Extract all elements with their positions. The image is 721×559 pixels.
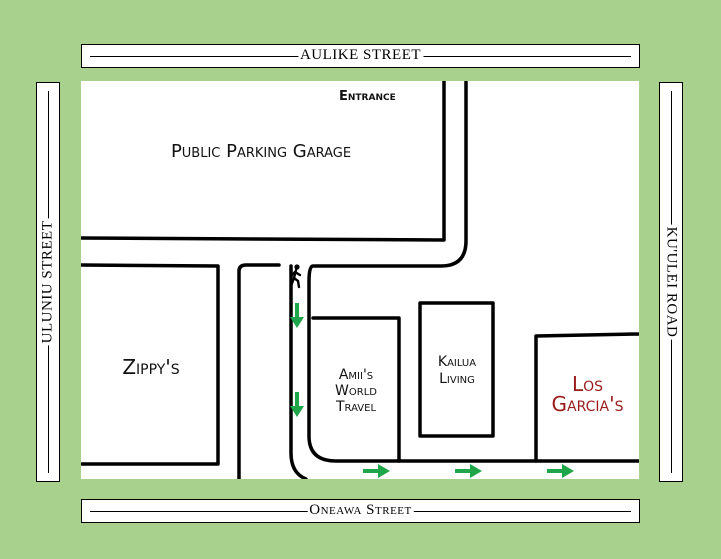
arrow-right-icon	[363, 464, 390, 478]
losgarcias-outline	[534, 332, 639, 463]
uluniu-street-label: ULUNIU STREET	[39, 218, 57, 346]
kailua-line-1: Kailua	[437, 354, 477, 370]
driveway-edge-right	[289, 264, 308, 479]
amiis-line-3: Travel	[335, 399, 377, 415]
road-edge-right	[307, 81, 639, 463]
kuulei-road-label: KU'ULEI ROAD	[662, 224, 680, 340]
amiis-outline	[311, 316, 401, 463]
arrow-down-icon	[290, 392, 304, 417]
garage-outline	[81, 81, 446, 242]
kailua-label: Kailua Living	[422, 354, 492, 388]
los-garcias-label: Los Garcia's	[536, 374, 639, 414]
zippys-label: Zippy's	[122, 355, 180, 379]
aulike-street-sign: AULIKE STREET	[81, 44, 640, 68]
arrow-down-icon	[290, 303, 304, 328]
kailua-line-2: Living	[439, 371, 475, 387]
arrow-right-icon	[455, 464, 482, 478]
oneawa-street-label: Oneawa Street	[307, 502, 414, 519]
map-drawing	[81, 81, 639, 479]
driveway-edge-left	[237, 263, 281, 479]
arrow-right-icon	[547, 464, 574, 478]
kailua-outline	[418, 301, 495, 438]
aulike-street-label: AULIKE STREET	[297, 47, 424, 64]
los-garcias-line-1: Los	[571, 372, 604, 396]
kuulei-road-sign: KU'ULEI ROAD	[659, 82, 683, 482]
pedestrian-icon	[289, 264, 302, 289]
oneawa-street-sign: Oneawa Street	[81, 499, 640, 523]
los-garcias-line-2: Garcia's	[551, 392, 624, 416]
entrance-label: Entrance	[339, 89, 396, 104]
amiis-label: Amii's World Travel	[318, 367, 394, 415]
map-area: Entrance Public Parking Garage Zippy's A…	[81, 81, 639, 479]
uluniu-street-sign: ULUNIU STREET	[36, 82, 60, 482]
garage-label: Public Parking Garage	[170, 141, 352, 162]
amiis-line-1: Amii's	[338, 367, 374, 383]
amiis-line-2: World	[335, 383, 377, 399]
zippys-outline	[81, 263, 220, 466]
